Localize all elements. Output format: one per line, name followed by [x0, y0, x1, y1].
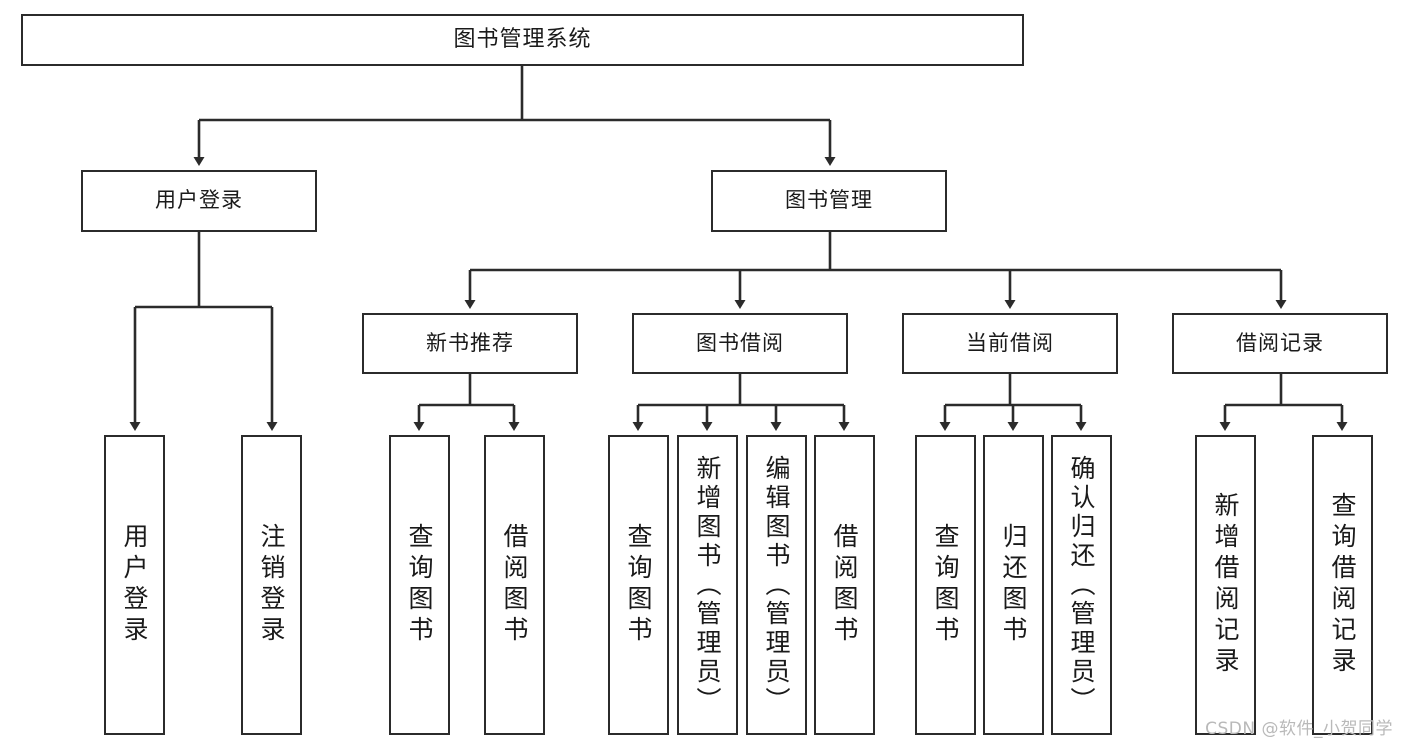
node-leaf-user-logout[interactable]: 注销登录: [241, 435, 302, 735]
node-leaf-add-book-label: 新增图书（管理员）: [693, 454, 722, 716]
node-book-borrow-label: 图书借阅: [696, 330, 784, 355]
node-current-borrow-label: 当前借阅: [966, 330, 1054, 355]
node-leaf-add-borrow-record-label: 新增借阅记录: [1211, 492, 1240, 678]
node-leaf-return-book-label: 归还图书: [999, 523, 1028, 647]
node-current-borrow[interactable]: 当前借阅: [902, 313, 1118, 374]
node-root-label: 图书管理系统: [453, 26, 592, 52]
node-root[interactable]: 图书管理系统: [21, 14, 1024, 66]
node-leaf-borrow-book-2[interactable]: 借阅图书: [814, 435, 875, 735]
node-leaf-add-borrow-record[interactable]: 新增借阅记录: [1195, 435, 1256, 735]
node-user-login[interactable]: 用户登录: [81, 170, 317, 232]
node-book-management-label: 图书管理: [785, 188, 873, 213]
node-borrow-record[interactable]: 借阅记录: [1172, 313, 1388, 374]
node-leaf-user-login-label: 用户登录: [120, 523, 149, 647]
node-book-management[interactable]: 图书管理: [711, 170, 947, 232]
node-leaf-query-book-2[interactable]: 查询图书: [608, 435, 669, 735]
node-leaf-query-book-3-label: 查询图书: [931, 523, 960, 647]
node-leaf-query-book-3[interactable]: 查询图书: [915, 435, 976, 735]
node-leaf-borrow-book-1-label: 借阅图书: [500, 523, 529, 647]
node-leaf-return-book[interactable]: 归还图书: [983, 435, 1044, 735]
node-user-login-label: 用户登录: [155, 188, 243, 213]
node-leaf-confirm-return[interactable]: 确认归还（管理员）: [1051, 435, 1112, 735]
node-leaf-confirm-return-label: 确认归还（管理员）: [1067, 454, 1096, 716]
node-new-book-recommend-label: 新书推荐: [426, 330, 514, 355]
node-leaf-borrow-book-1[interactable]: 借阅图书: [484, 435, 545, 735]
node-borrow-record-label: 借阅记录: [1236, 330, 1324, 355]
node-leaf-query-book-1[interactable]: 查询图书: [389, 435, 450, 735]
node-leaf-borrow-book-2-label: 借阅图书: [830, 523, 859, 647]
node-leaf-query-borrow-record-label: 查询借阅记录: [1328, 492, 1357, 678]
node-leaf-edit-book[interactable]: 编辑图书（管理员）: [746, 435, 807, 735]
node-leaf-query-book-2-label: 查询图书: [624, 523, 653, 647]
node-new-book-recommend[interactable]: 新书推荐: [362, 313, 578, 374]
node-leaf-query-borrow-record[interactable]: 查询借阅记录: [1312, 435, 1373, 735]
node-leaf-edit-book-label: 编辑图书（管理员）: [762, 454, 791, 716]
node-book-borrow[interactable]: 图书借阅: [632, 313, 848, 374]
node-leaf-query-book-1-label: 查询图书: [405, 523, 434, 647]
node-leaf-user-login[interactable]: 用户登录: [104, 435, 165, 735]
node-leaf-add-book[interactable]: 新增图书（管理员）: [677, 435, 738, 735]
node-leaf-user-logout-label: 注销登录: [257, 523, 286, 647]
